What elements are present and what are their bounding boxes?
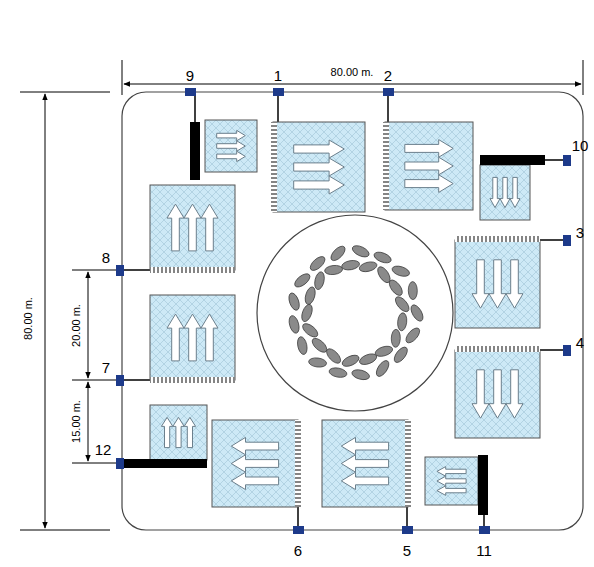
flow-arrow <box>217 141 246 151</box>
leaf <box>408 282 417 300</box>
callout-number: 11 <box>476 543 492 558</box>
flow-arrow <box>201 314 218 361</box>
flow-arrow <box>437 476 466 486</box>
flow-arrow <box>161 417 172 447</box>
leaf <box>300 321 320 339</box>
dimension-label: 80.00 m. <box>23 295 34 342</box>
flow-arrow <box>231 455 278 472</box>
callout-number: 10 <box>572 138 589 153</box>
callout-number: 5 <box>403 543 411 558</box>
leaf <box>329 244 348 263</box>
leaf <box>341 353 361 369</box>
flow-arrow <box>184 314 201 361</box>
leaf <box>391 329 401 347</box>
callout-number: 8 <box>102 250 110 265</box>
callout-markers <box>116 88 571 534</box>
callout-number: 4 <box>576 335 584 350</box>
leaf <box>397 312 408 331</box>
leaf <box>374 344 394 358</box>
dimension-lines <box>20 60 583 530</box>
callout-number: 1 <box>274 68 282 83</box>
flow-arrow <box>437 467 466 477</box>
comb-edges <box>150 122 540 507</box>
callout-number: 3 <box>576 225 584 240</box>
leaf <box>292 271 312 289</box>
flow-arrow <box>490 177 500 207</box>
callout-number: 7 <box>102 360 110 375</box>
leaf <box>310 336 329 355</box>
connection-stubs <box>122 92 567 530</box>
flow-arrow <box>341 455 388 472</box>
leaf <box>328 366 347 378</box>
leaf <box>393 294 412 314</box>
callout-number: 9 <box>186 68 194 83</box>
leaf <box>313 271 326 291</box>
leaf <box>341 259 360 271</box>
flow-arrows <box>161 130 523 495</box>
flow-arrow <box>173 417 184 447</box>
callout-number: 2 <box>384 68 392 83</box>
leaf <box>296 336 308 355</box>
flow-arrow <box>231 437 278 454</box>
flow-arrow <box>184 417 195 447</box>
building-boxes <box>150 120 540 507</box>
flow-arrow <box>184 204 201 251</box>
leaf <box>358 260 378 273</box>
leaf <box>303 286 317 306</box>
dimension-label: 15.00 m. <box>71 398 82 445</box>
leaf <box>324 265 343 276</box>
leaf <box>351 368 371 381</box>
flow-arrow <box>167 204 184 251</box>
callout-number: 6 <box>294 543 302 558</box>
site-boundary <box>122 92 583 530</box>
flow-arrow <box>294 158 345 176</box>
flow-arrow <box>506 370 523 418</box>
callout-number: 12 <box>95 442 112 457</box>
leaf <box>287 315 301 335</box>
leaf <box>392 345 410 365</box>
flow-arrow <box>472 260 489 308</box>
leaf <box>373 250 393 265</box>
flow-arrow <box>167 314 184 361</box>
tree-ring <box>287 243 426 381</box>
black-bars <box>122 122 545 515</box>
flow-arrow <box>217 130 246 140</box>
dimension-label: 80.00 m. <box>329 67 376 78</box>
flow-arrow <box>341 437 388 454</box>
flow-arrow <box>489 260 506 308</box>
flow-arrow <box>437 486 466 496</box>
flow-arrow <box>341 472 388 489</box>
flow-arrow <box>405 140 453 158</box>
flow-arrow <box>231 472 278 489</box>
leaf <box>387 278 405 298</box>
leaf <box>300 303 315 323</box>
leaf <box>308 357 327 368</box>
leaf <box>287 292 301 312</box>
leaf <box>374 359 391 379</box>
flow-arrow <box>405 157 453 175</box>
dimension-label: 20.00 m. <box>71 302 82 349</box>
flow-arrow <box>294 176 345 194</box>
leaf <box>358 352 378 367</box>
flow-arrow <box>405 175 453 193</box>
leaf <box>409 303 426 323</box>
flow-arrow <box>489 370 506 418</box>
leaf <box>403 326 422 345</box>
flow-arrow <box>472 370 489 418</box>
flow-arrow <box>217 151 246 161</box>
leaf <box>391 264 411 278</box>
flow-arrow <box>500 177 510 207</box>
flow-arrow <box>294 140 345 158</box>
flow-arrow <box>510 177 520 207</box>
leaf <box>351 243 371 259</box>
flow-arrow <box>506 260 523 308</box>
flow-arrow <box>201 204 218 251</box>
central-garden <box>257 215 453 411</box>
